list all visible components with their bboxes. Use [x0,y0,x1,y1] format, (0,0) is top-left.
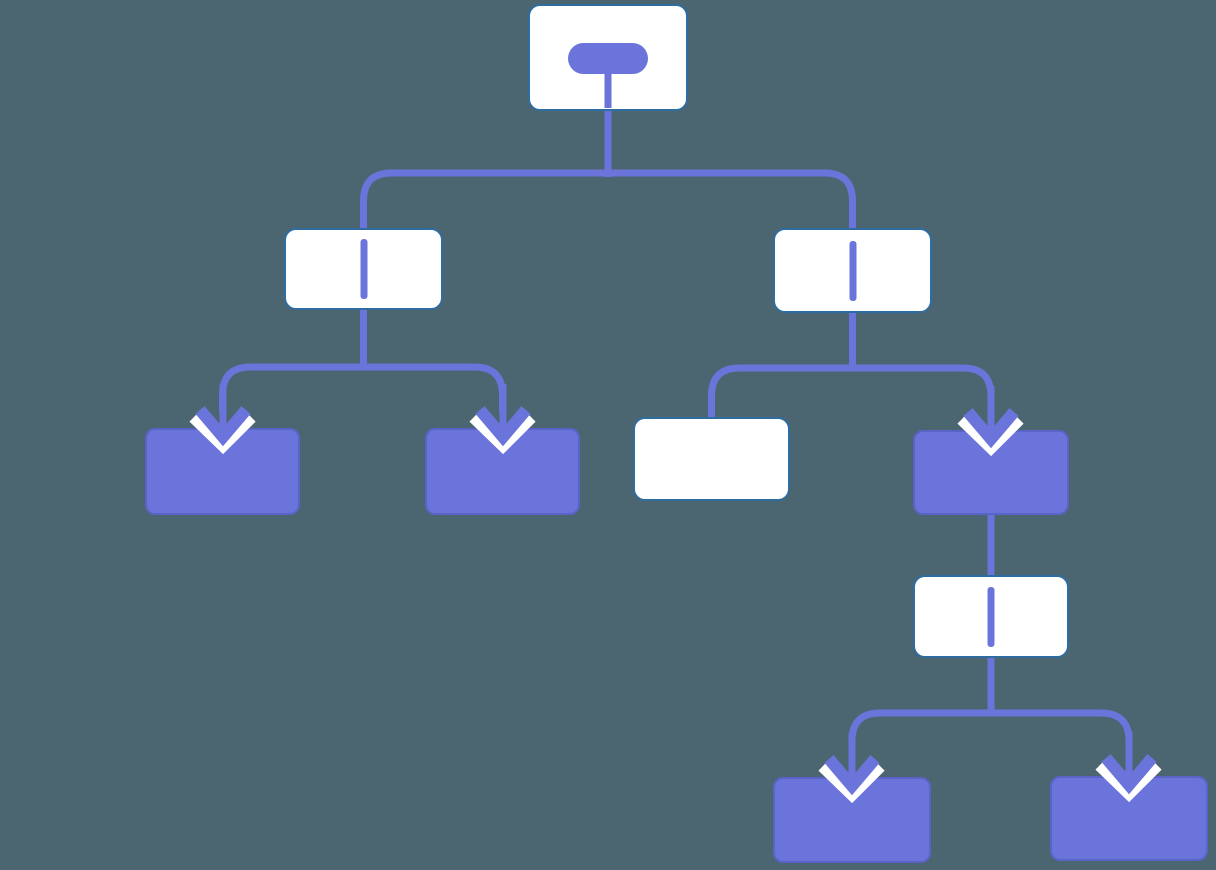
vertical-bar-icon [849,240,856,301]
connector-junction-right [708,364,995,419]
vertical-bar-icon [987,586,995,647]
child-node-target [913,430,1069,515]
connector-junction-left [219,363,506,412]
connector-junction-bottom [848,709,1133,758]
connector-junction-top [360,169,856,228]
pill-icon [568,43,648,74]
sub-branch-node [913,575,1069,658]
leaf-node-4 [1050,776,1208,861]
leaf-node-2 [425,428,580,515]
branch-node-right [773,228,932,313]
leaf-node-1 [145,428,300,515]
pill-stem-icon [604,70,612,108]
branch-node-left [284,228,443,310]
leaf-node-3 [773,777,931,863]
child-node-plain [633,417,790,501]
vertical-bar-icon [360,239,367,299]
root-node [528,4,688,111]
